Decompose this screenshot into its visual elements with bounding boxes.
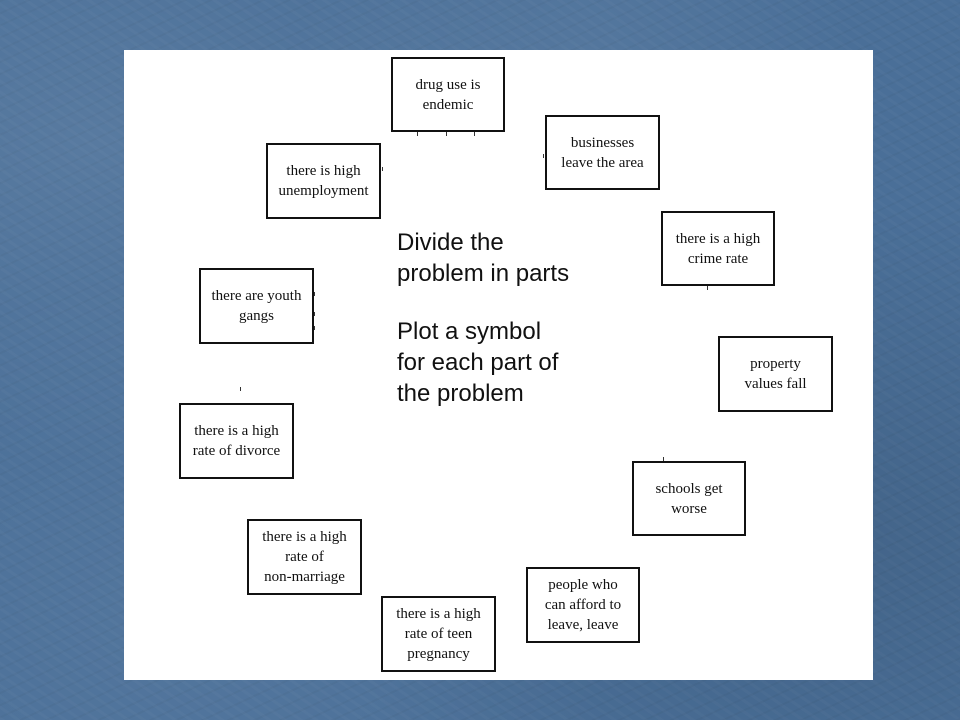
box-schools-worse: schools get worse	[632, 461, 746, 536]
box-non-marriage: there is a high rate of non-marriage	[247, 519, 362, 595]
connector-tick	[314, 312, 315, 316]
box-youth-gangs: there are youth gangs	[199, 268, 314, 344]
box-drug-use: drug use is endemic	[391, 57, 505, 132]
connector-tick	[417, 132, 418, 136]
slide-canvas: drug use is endemic businesses leave the…	[124, 50, 873, 680]
box-businesses-leave: businesses leave the area	[545, 115, 660, 190]
box-property-values: property values fall	[718, 336, 833, 412]
connector-tick	[446, 132, 447, 136]
box-teen-pregnancy: there is a high rate of teen pregnancy	[381, 596, 496, 672]
connector-tick	[663, 457, 664, 461]
box-high-unemployment: there is high unemployment	[266, 143, 381, 219]
connector-tick	[382, 167, 383, 171]
box-people-leave: people who can afford to leave, leave	[526, 567, 640, 643]
connector-tick	[474, 132, 475, 136]
connector-tick	[240, 387, 241, 391]
slide-heading: Divide the problem in parts	[397, 229, 570, 287]
slide-subheading: Plot a symbol for each part of the probl…	[397, 318, 559, 407]
connector-tick	[314, 326, 315, 330]
box-high-crime: there is a high crime rate	[661, 211, 775, 286]
connector-tick	[543, 154, 544, 158]
connector-tick	[314, 292, 315, 296]
box-high-divorce: there is a high rate of divorce	[179, 403, 294, 479]
connector-tick	[707, 286, 708, 290]
